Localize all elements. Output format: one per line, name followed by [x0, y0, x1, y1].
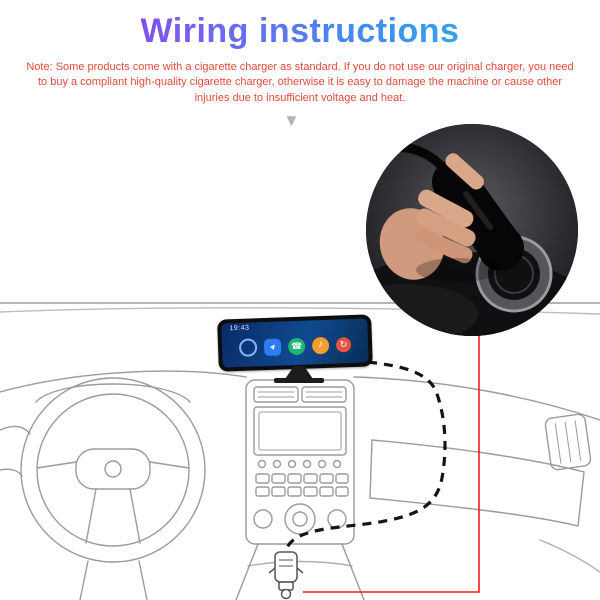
dash-cam-device: 19:43 ▲ ☎ ♪ ↻	[217, 314, 373, 372]
dashed-cable	[284, 360, 447, 554]
device-mount	[285, 366, 313, 379]
cigarette-plug-drawing	[268, 551, 304, 600]
page-title: Wiring instructions	[0, 12, 600, 51]
photo-art	[366, 124, 578, 336]
red-wire-line	[303, 334, 480, 593]
center-console	[235, 379, 365, 600]
device-mount-base	[274, 378, 324, 383]
navigation-icon: ▲	[263, 337, 282, 356]
gauge-icon	[238, 338, 258, 357]
chevron-down-icon: ▼	[283, 111, 300, 130]
cigarette-lighter-photo	[366, 124, 578, 336]
hand	[379, 153, 500, 282]
music-icon: ♪	[311, 336, 330, 354]
device-time: 19:43	[229, 324, 250, 333]
phone-icon: ☎	[287, 337, 306, 355]
note-text: Note: Some products come with a cigarett…	[26, 61, 574, 104]
steering-wheel	[20, 377, 206, 600]
door-vent	[544, 413, 592, 471]
device-screen: 19:43 ▲ ☎ ♪ ↻	[221, 318, 369, 368]
cast-icon: ↻	[335, 336, 352, 353]
glove-box	[369, 439, 585, 527]
